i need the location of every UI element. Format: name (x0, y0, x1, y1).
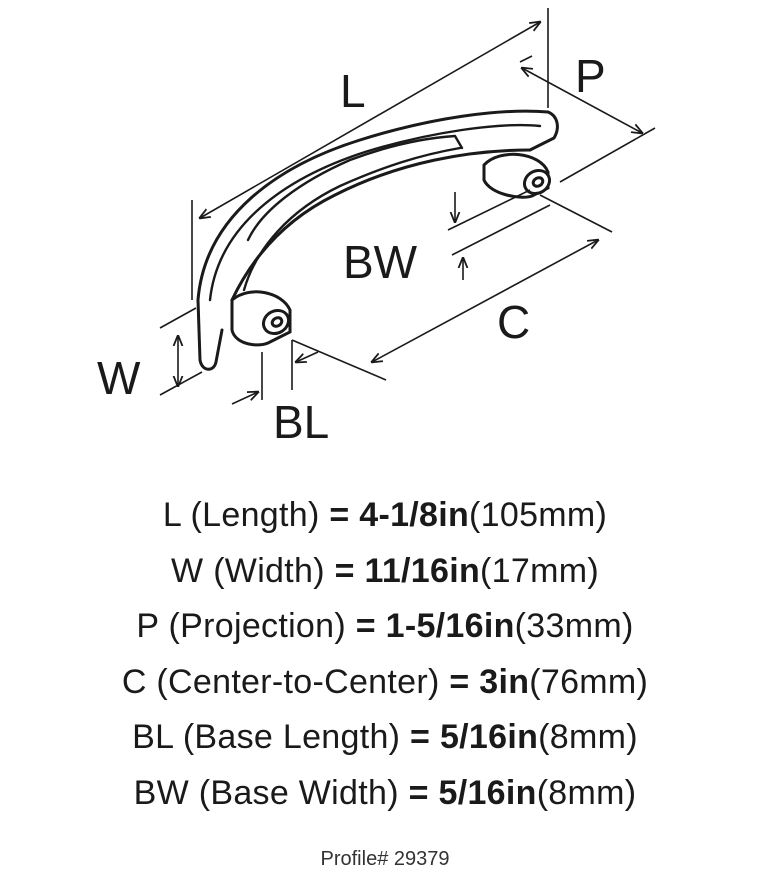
spec-desc: (Width) (213, 551, 325, 590)
spec-eq: = (355, 607, 376, 645)
spec-width: W (Width) = 11/16in(17mm) (0, 544, 770, 600)
label-bl: BL (273, 396, 329, 448)
spec-value: 11/16in (364, 551, 481, 590)
spec-code: C (121, 662, 147, 701)
p-ext-bottom (559, 127, 656, 183)
spec-value: 5/16in (439, 718, 539, 756)
spec-code: BL (132, 718, 174, 756)
spec-metric: (8mm) (538, 718, 638, 756)
bw-ext-1 (447, 189, 531, 231)
w-ext-bottom (159, 371, 203, 396)
spec-eq: = (408, 773, 429, 812)
right-post (482, 152, 552, 199)
left-post (230, 290, 292, 347)
c-ext-right (539, 194, 613, 233)
spec-desc: (Base Length) (182, 718, 401, 756)
spec-metric: (17mm) (480, 551, 599, 590)
bl-arrow-left (231, 392, 258, 405)
spec-eq: = (329, 496, 350, 534)
label-bw: BW (343, 236, 418, 288)
l-dim-line (200, 22, 540, 218)
spec-code: P (136, 607, 159, 645)
spec-projection: P (Projection) = 1-5/16in(33mm) (0, 599, 770, 655)
spec-length: L (Length) = 4-1/8in(105mm) (0, 488, 770, 544)
spec-metric: (105mm) (469, 496, 608, 534)
bw-ext-2 (451, 204, 551, 256)
handle-dimension-diagram: L P BW C W BL (97, 8, 656, 448)
w-ext-top (159, 307, 197, 329)
handle-front-edge (196, 298, 224, 371)
spec-metric: (8mm) (536, 773, 637, 812)
spec-eq: = (410, 718, 431, 756)
spec-desc: (Center-to-Center) (156, 662, 440, 701)
spec-center-to-center: C (Center-to-Center) = 3in(76mm) (0, 655, 770, 711)
spec-desc: (Base Width) (198, 773, 399, 812)
profile-number: Profile# 29379 (320, 848, 450, 870)
spec-base-length: BL (Base Length) = 5/16in(8mm) (0, 710, 770, 766)
spec-code: L (162, 496, 181, 534)
label-l: L (340, 65, 366, 117)
c-dim-line (372, 240, 598, 362)
spec-value: 5/16in (438, 773, 537, 812)
p-ext-top (519, 55, 533, 63)
spec-metric: (33mm) (514, 607, 634, 645)
spec-base-width: BW (Base Width) = 5/16in(8mm) (0, 766, 770, 822)
c-ext-left (291, 339, 387, 381)
spec-desc: (Length) (190, 496, 320, 534)
label-p: P (575, 50, 606, 102)
spec-eq: = (449, 662, 470, 701)
handle-groove-outline (246, 134, 464, 242)
spec-code: W (171, 551, 204, 590)
spec-value: 4-1/8in (359, 496, 470, 534)
spec-value: 1-5/16in (385, 607, 515, 645)
spec-metric: (76mm) (529, 662, 649, 701)
dimension-lines (159, 8, 656, 405)
spec-desc: (Projection) (168, 607, 346, 645)
label-w: W (97, 352, 141, 404)
bl-arrow-right (296, 351, 319, 362)
label-c: C (497, 296, 530, 348)
spec-value: 3in (479, 662, 530, 701)
handle-right-end (528, 110, 559, 152)
spec-eq: = (334, 551, 355, 590)
p-dim-line (522, 68, 642, 133)
spec-code: BW (133, 773, 189, 812)
specifications-list: L (Length) = 4-1/8in(105mm) W (Width) = … (0, 488, 770, 821)
